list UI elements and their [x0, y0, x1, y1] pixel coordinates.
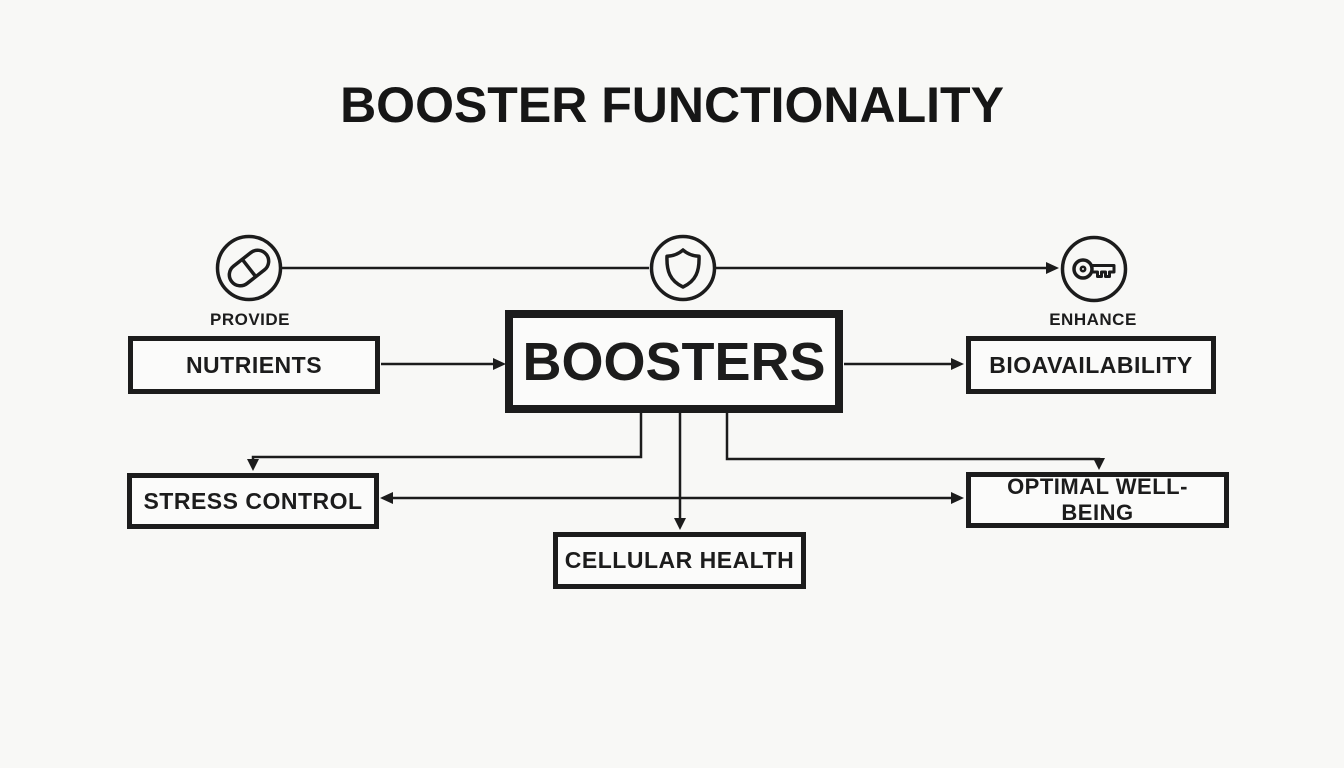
node-boosters-label: BOOSTERS [522, 331, 826, 392]
node-cellular-health: CELLULAR HEALTH [553, 532, 806, 589]
node-stress-control-label: STRESS CONTROL [143, 487, 363, 514]
flow-label-enhance: ENHANCE [1049, 310, 1137, 329]
node-nutrients: NUTRIENTS [128, 336, 380, 394]
node-cellular-health-label: CELLULAR HEALTH [564, 547, 795, 573]
node-nutrients-label: NUTRIENTS [185, 351, 323, 378]
pill-icon [214, 233, 284, 303]
node-optimal-well-being-label: OPTIMAL WELL-BEING [1007, 474, 1188, 525]
node-optimal-well-being: OPTIMAL WELL-BEING [966, 472, 1229, 528]
node-bioavailability: BIOAVAILABILITY [966, 336, 1216, 394]
flow-label-provide: PROVIDE [209, 310, 291, 329]
node-bioavailability-label: BIOAVAILABILITY [989, 351, 1193, 378]
node-stress-control: STRESS CONTROL [127, 473, 379, 529]
shield-icon [648, 233, 718, 303]
key-icon [1059, 234, 1129, 304]
node-boosters: BOOSTERS [505, 310, 843, 413]
page-title: BOOSTER FUNCTIONALITY [340, 77, 1004, 133]
